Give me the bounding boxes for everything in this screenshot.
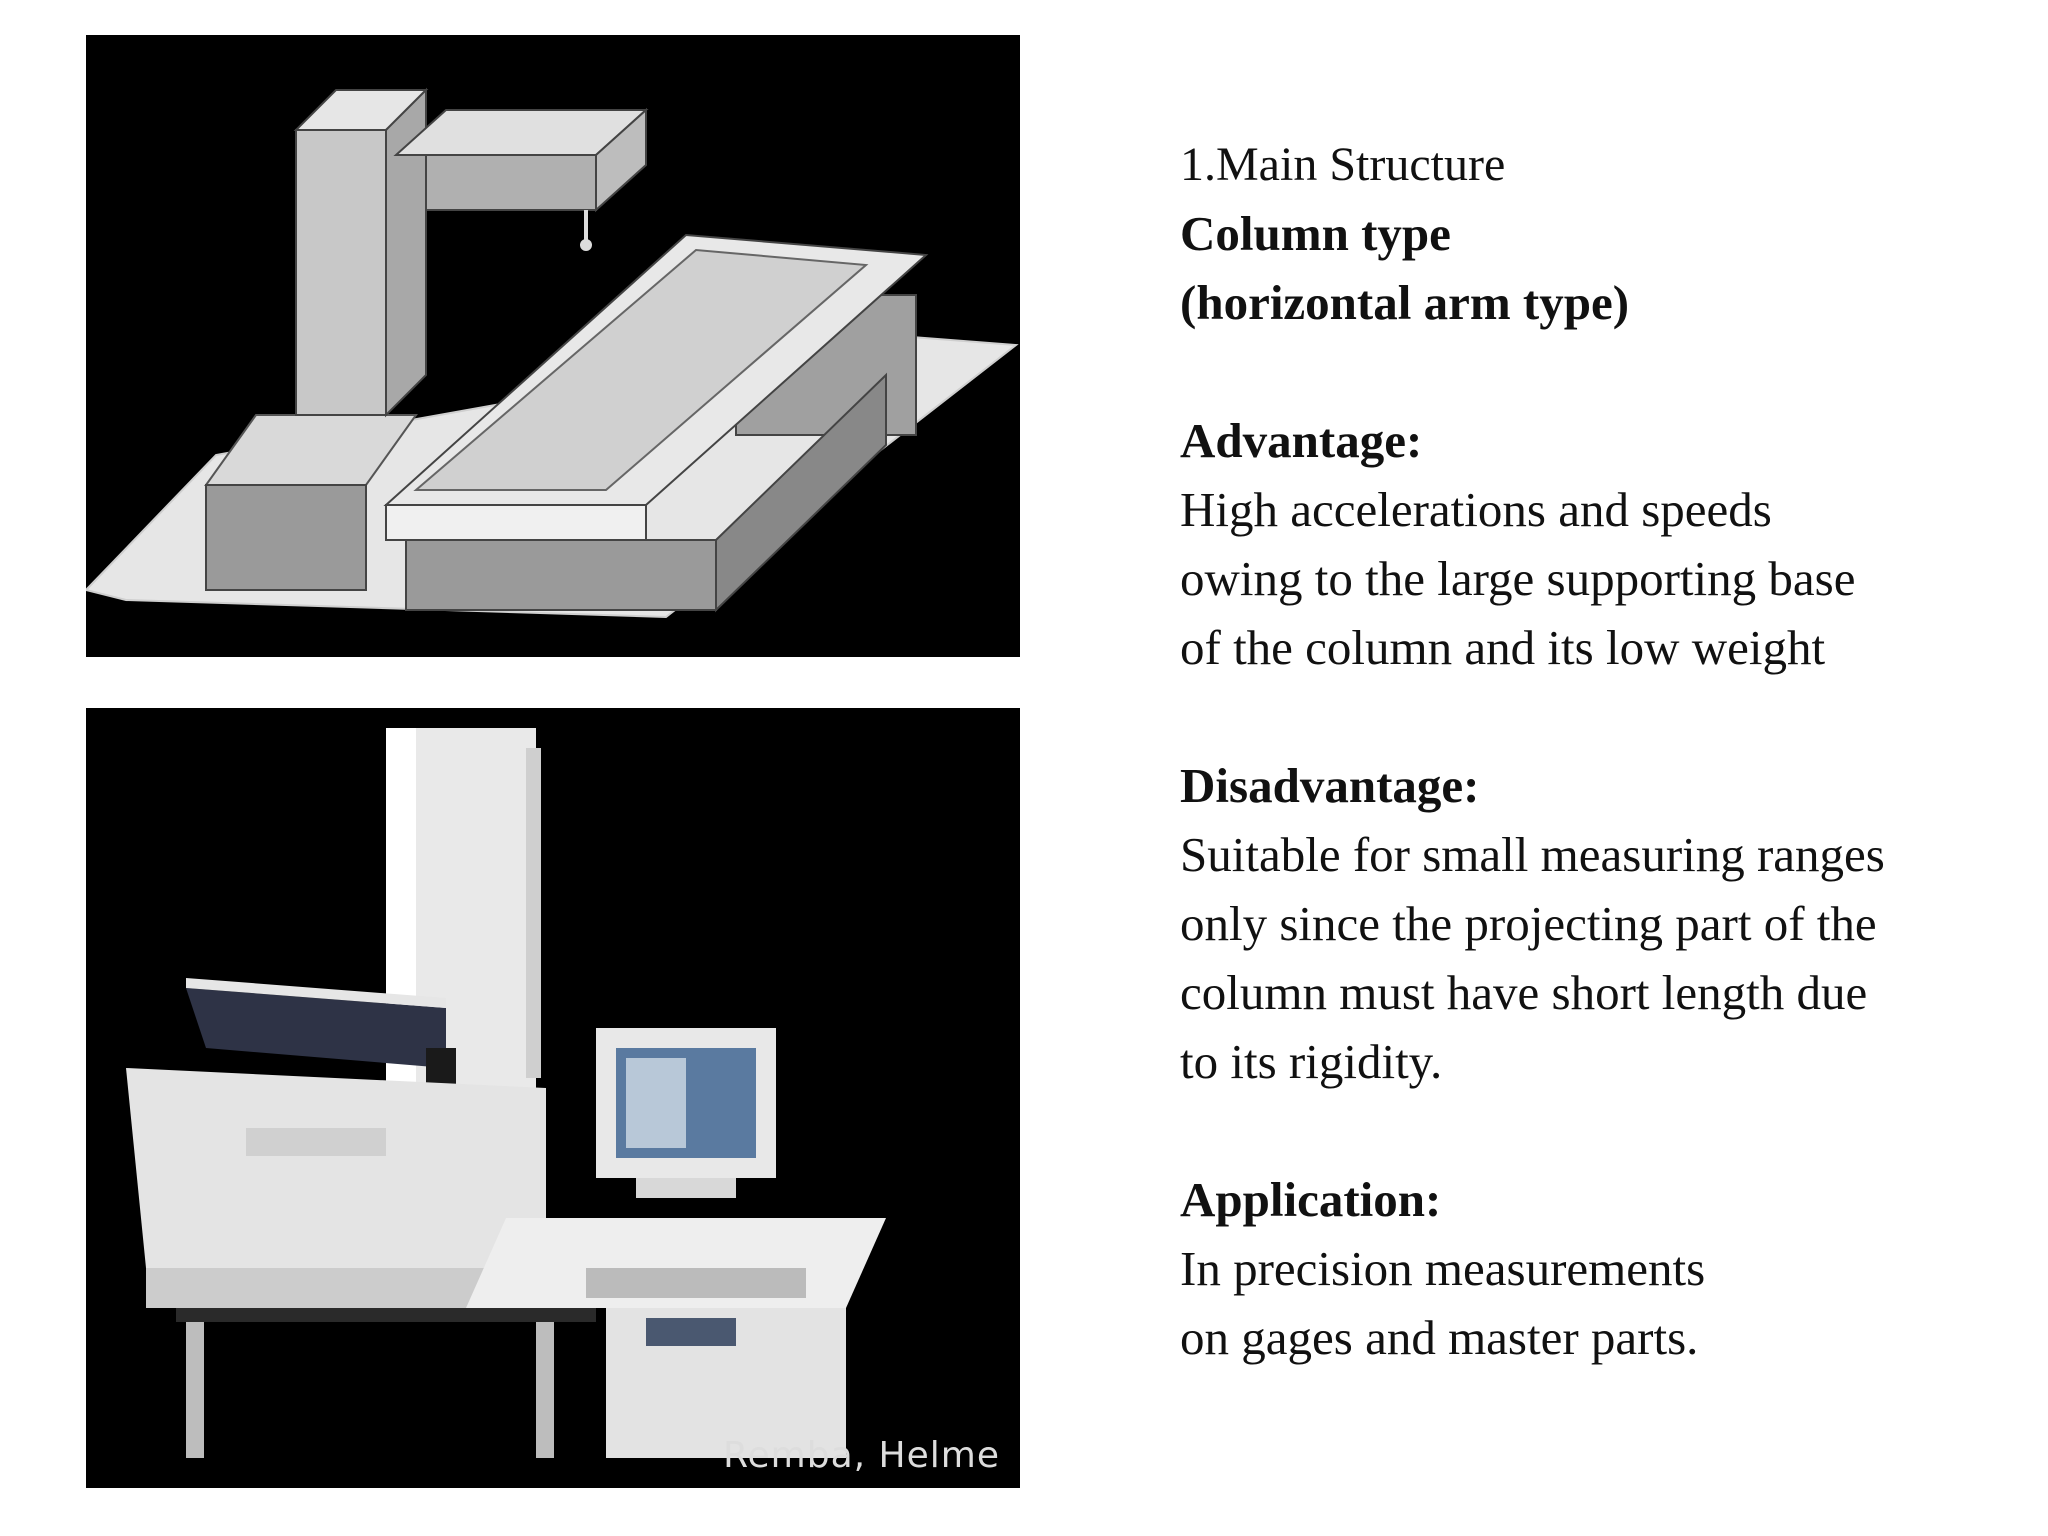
application-line: In precision measurements [1180, 1241, 1706, 1296]
cmm-photo-image: Remba, Helme [86, 708, 1020, 1488]
cmm-diagram-drawing [86, 87, 1019, 619]
disadvantage-line: to its rigidity. [1180, 1034, 1443, 1089]
cmm-photo-drawing [126, 728, 886, 1458]
cmm-diagram-image [86, 35, 1020, 657]
advantage-line: owing to the large supporting base [1180, 551, 1856, 606]
advantage-line: of the column and its low weight [1180, 620, 1826, 675]
type-heading-line-2: (horizontal arm type) [1180, 275, 1630, 330]
slide-text: 1.Main Structure Column type (horizontal… [1180, 130, 2020, 1372]
spacer [1180, 1096, 2020, 1165]
application-line: on gages and master parts. [1180, 1310, 1699, 1365]
section-title: 1.Main Structure [1180, 138, 1506, 191]
disadvantage-heading: Disadvantage: [1180, 758, 1480, 813]
disadvantage-line: column must have short length due [1180, 965, 1868, 1020]
disadvantage-line: Suitable for small measuring ranges [1180, 827, 1885, 882]
spacer [1180, 337, 2020, 406]
photo-credit: Remba, Helme [723, 1435, 1000, 1476]
type-heading-line-1: Column type [1180, 206, 1451, 261]
application-heading: Application: [1180, 1172, 1442, 1227]
disadvantage-line: only since the projecting part of the [1180, 896, 1877, 951]
spacer [1180, 682, 2020, 751]
advantage-heading: Advantage: [1180, 413, 1423, 468]
advantage-line: High accelerations and speeds [1180, 482, 1772, 537]
